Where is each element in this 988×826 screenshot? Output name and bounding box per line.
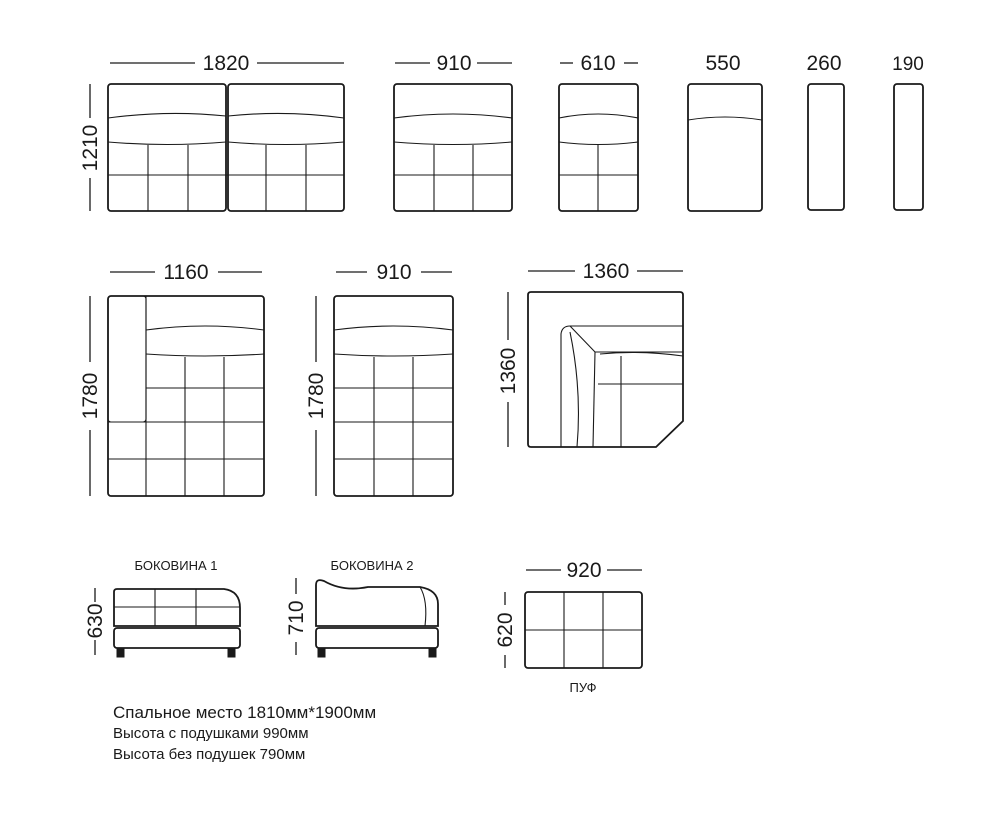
- dim-550-width: 550: [705, 52, 740, 75]
- spec-height-with-cushions: Высота с подушками 990мм: [113, 723, 376, 744]
- specifications: Спальное место 1810мм*1900мм Высота с по…: [113, 702, 376, 765]
- dim-910-width: 910: [436, 52, 471, 75]
- dim-1360-width: 1360: [583, 260, 630, 283]
- dim-1360-height: 1360: [497, 348, 520, 395]
- side-panel-1: БОКОВИНА 1 630: [84, 558, 241, 658]
- dim-630-height: 630: [84, 603, 107, 638]
- spec-value: 1810мм*1900мм: [247, 703, 377, 722]
- dim-1780-height-a: 1780: [79, 373, 102, 420]
- module-260: 260: [806, 52, 845, 211]
- dim-260-width: 260: [806, 52, 841, 75]
- pouf-920: 920 620 ПУФ: [494, 559, 643, 695]
- chaise-910: 910 1780: [305, 261, 454, 497]
- dim-710-height: 710: [285, 600, 308, 635]
- spec-height-without-cushions: Высота без подушек 790мм: [113, 744, 376, 765]
- module-1820: 1820 1210: [79, 52, 345, 212]
- spec-value: 790мм: [259, 746, 306, 763]
- dim-1820-width: 1820: [203, 52, 250, 75]
- pouf-label: ПУФ: [569, 680, 596, 695]
- spec-label: Спальное место: [113, 703, 243, 722]
- spec-sleeping-place: Спальное место 1810мм*1900мм: [113, 702, 376, 723]
- module-610: 610: [558, 52, 639, 212]
- side1-label: БОКОВИНА 1: [135, 558, 218, 573]
- spec-value: 990мм: [262, 725, 309, 742]
- dim-610-width: 610: [580, 52, 615, 75]
- chaise-1160: 1160 1780: [79, 261, 265, 497]
- dim-920-width: 920: [566, 559, 601, 582]
- dim-1210-height: 1210: [79, 125, 102, 172]
- corner-1360: 1360 1360: [497, 260, 684, 448]
- dim-620-height: 620: [494, 612, 517, 647]
- spec-label: Высота без подушек: [113, 746, 256, 763]
- side-panel-2: БОКОВИНА 2 710: [285, 558, 439, 658]
- dim-1160-width: 1160: [163, 261, 208, 284]
- dim-910-width-b: 910: [376, 261, 411, 284]
- dim-1780-height-b: 1780: [305, 373, 328, 420]
- module-190: 190: [892, 54, 924, 211]
- module-550: 550: [687, 52, 763, 212]
- side2-label: БОКОВИНА 2: [331, 558, 414, 573]
- dim-190-width: 190: [892, 54, 924, 75]
- module-910: 910: [393, 52, 513, 212]
- spec-label: Высота с подушками: [113, 725, 259, 742]
